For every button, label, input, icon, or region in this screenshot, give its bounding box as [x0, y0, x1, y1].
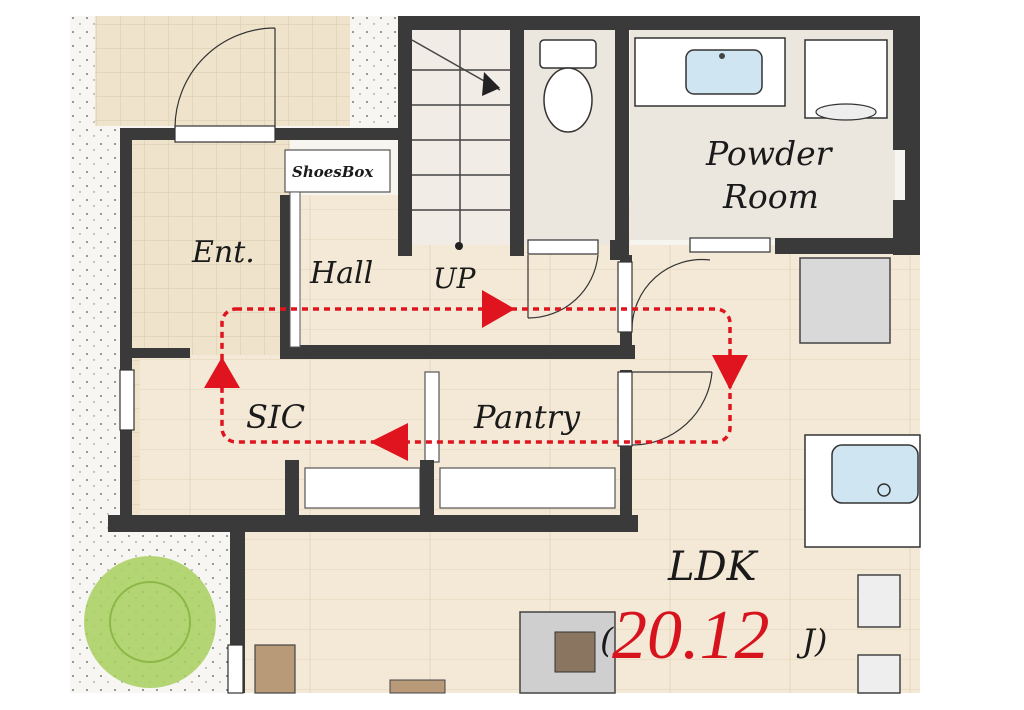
chair-icon — [857, 574, 901, 694]
shoes-box-label: ShoesBox — [292, 163, 374, 181]
ldk-label: LDK — [667, 544, 759, 590]
powder-room-label-line1: Powder — [705, 134, 834, 173]
toilet-icon — [539, 39, 597, 133]
storage-box — [799, 257, 891, 344]
cabinet — [389, 679, 446, 694]
bathtub-icon — [804, 434, 921, 548]
sic-label: SIC — [246, 398, 305, 436]
pantry-shelf — [439, 467, 616, 509]
hall-shelf — [289, 191, 301, 348]
sink-icon — [634, 37, 786, 107]
ldk-area-open-paren: ( — [600, 621, 614, 661]
pantry-label: Pantry — [473, 398, 581, 436]
gravel-area — [350, 16, 400, 126]
ldk-area-value: 20.12 — [612, 597, 770, 674]
hall-label: Hall — [309, 256, 373, 291]
porch — [95, 16, 350, 126]
door-swing-icon — [119, 27, 771, 694]
stair-start-dot — [455, 242, 463, 250]
stair-direction-arrow-icon — [482, 72, 500, 96]
flow-arrow-east — [482, 290, 515, 328]
plant-icon — [84, 556, 216, 688]
flow-arrow-north — [204, 357, 240, 388]
powder-room-label-line2: Room — [722, 177, 819, 216]
shoes-box — [284, 149, 391, 193]
flow-arrow-south — [712, 355, 748, 390]
walls — [108, 16, 920, 693]
pantry-partition — [424, 371, 440, 463]
washing-machine-icon — [804, 39, 888, 121]
stair-floor — [410, 30, 515, 245]
sic-shelf — [304, 467, 421, 509]
flow-path — [204, 290, 748, 461]
flow-arrow-west — [370, 423, 408, 461]
entry-shelf — [254, 644, 296, 694]
ldk-area-unit: J) — [796, 622, 827, 660]
stairs-up-label: UP — [433, 262, 477, 295]
entrance-label: Ent. — [191, 235, 255, 270]
sofa-icon — [519, 611, 616, 694]
